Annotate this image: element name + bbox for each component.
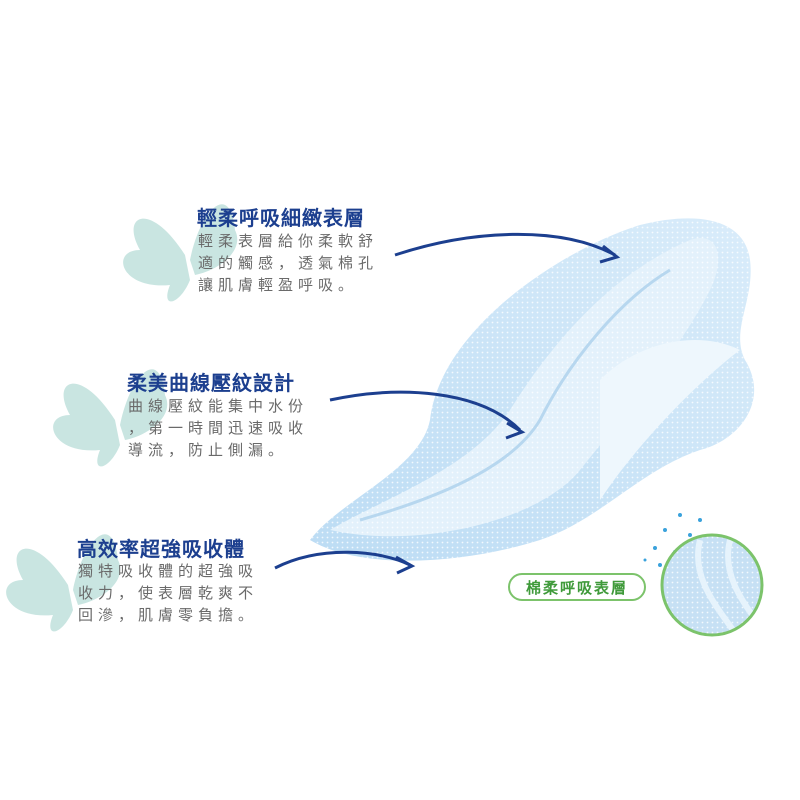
description-line: 導流，防止側漏。: [128, 441, 289, 459]
description-line: 讓肌膚輕盈呼吸。: [198, 276, 359, 294]
surface-label-badge: 棉柔呼吸表層: [508, 573, 646, 601]
feature-title: 高效率超強吸收體: [77, 537, 245, 561]
zoom-circle-border: [660, 533, 764, 637]
arrow-icon: [274, 232, 621, 575]
description-line: 回滲，肌膚零負擔。: [78, 606, 259, 624]
feature-description: 獨特吸收體的超強吸 收力，使表層乾爽不 回滲，肌膚零負擔。: [78, 560, 258, 626]
description-line: 輕柔表層給你柔軟舒: [198, 232, 379, 250]
description-line: 收力，使表層乾爽不: [78, 584, 259, 602]
description-line: ，第一時間迅速吸收: [128, 419, 309, 437]
butterfly-icon: [6, 204, 238, 632]
description-line: 獨特吸收體的超強吸: [78, 562, 259, 580]
feature-title: 柔美曲線壓紋設計: [127, 371, 295, 395]
description-line: 適的觸感，透氣棉孔: [198, 254, 379, 272]
sanitary-pad: [310, 218, 755, 561]
feature-description: 輕柔表層給你柔軟舒 適的觸感，透氣棉孔 讓肌膚輕盈呼吸。: [198, 230, 378, 296]
feature-description: 曲線壓紋能集中水份 ，第一時間迅速吸收 導流，防止側漏。: [128, 395, 308, 461]
zoom-circle: [662, 535, 762, 635]
feature-title: 輕柔呼吸細緻表層: [197, 206, 365, 230]
description-line: 曲線壓紋能集中水份: [128, 397, 309, 415]
